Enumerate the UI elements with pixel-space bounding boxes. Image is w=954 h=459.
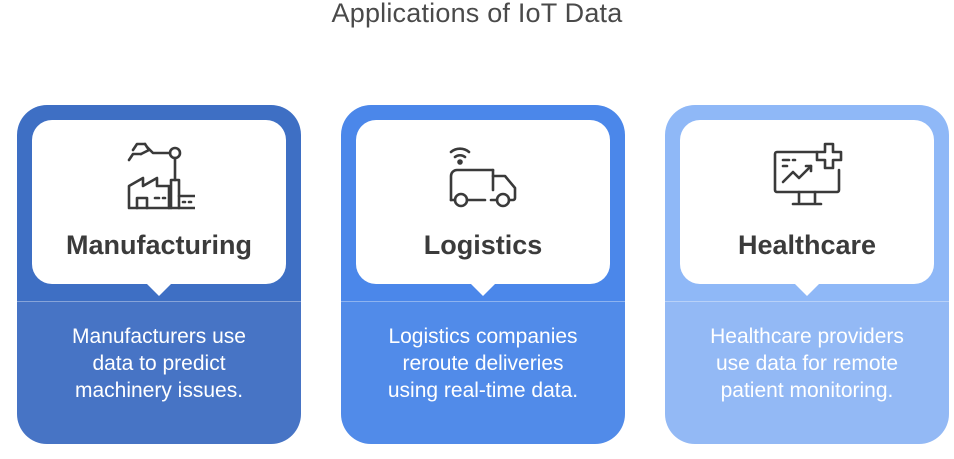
connected-truck-icon [449, 147, 517, 208]
card-bottom-panel [17, 301, 301, 444]
description-line: use data for remote [715, 352, 899, 375]
card-description: Manufacturers use data to predict machin… [27, 323, 291, 404]
description-line: patient monitoring. [720, 379, 894, 402]
description-line: data to predict [92, 352, 226, 375]
callout-notch [470, 283, 496, 296]
card-bottom-panel [341, 301, 625, 444]
card-header-box: Manufacturing [32, 120, 286, 296]
card-label: Logistics [423, 230, 543, 260]
factory-robot-arm-icon [127, 142, 195, 210]
diagram-title: Applications of IoT Data [331, 0, 623, 28]
card-healthcare: Healthcare Healthcare providers use data… [665, 105, 949, 444]
card-description: Healthcare providers use data for remote… [675, 323, 939, 404]
card-bottom-panel [665, 301, 949, 444]
callout-notch [794, 283, 820, 296]
medical-monitor-icon [773, 142, 843, 206]
card-description: Logistics companies reroute deliveries u… [351, 323, 615, 404]
description-line: reroute deliveries [402, 352, 564, 375]
description-line: Logistics companies [388, 325, 578, 348]
description-line: machinery issues. [74, 379, 244, 402]
description-line: using real-time data. [387, 379, 579, 402]
card-logistics: Logistics Logistics companies reroute de… [341, 105, 625, 444]
description-line: Healthcare providers [710, 325, 904, 348]
card-header-box: Healthcare [680, 120, 934, 296]
description-line: Manufacturers use [72, 325, 246, 348]
card-header-box: Logistics [356, 120, 610, 296]
callout-notch [146, 283, 172, 296]
card-label: Healthcare [737, 230, 877, 260]
card-label: Manufacturing [66, 230, 252, 260]
card-divider [17, 301, 301, 302]
card-manufacturing: Manufacturing Manufacturers use data to … [17, 105, 301, 444]
card-divider [665, 301, 949, 302]
card-divider [341, 301, 625, 302]
